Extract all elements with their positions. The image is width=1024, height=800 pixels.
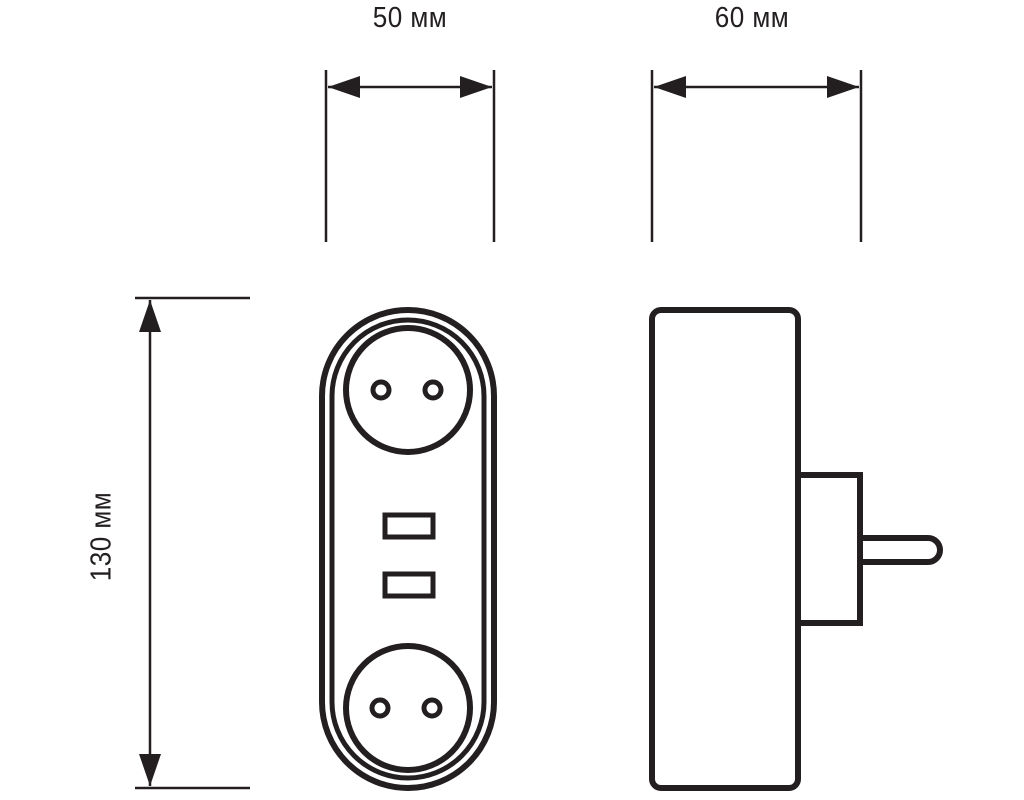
usb-port-lower bbox=[382, 571, 436, 599]
front-body-inner bbox=[329, 317, 487, 781]
socket-bottom-ring bbox=[343, 643, 473, 773]
side-body bbox=[649, 307, 801, 791]
front-body-outer bbox=[319, 307, 497, 791]
side-view bbox=[649, 307, 943, 791]
width-arrow-right bbox=[460, 76, 492, 98]
width-arrow-left bbox=[328, 76, 360, 98]
depth-arrow-right bbox=[827, 76, 859, 98]
socket-bottom-pin-hole-left bbox=[369, 697, 391, 719]
side-plug-base bbox=[795, 472, 863, 626]
height-arrow-bottom bbox=[139, 754, 161, 786]
height-arrow-top bbox=[139, 300, 161, 332]
height-label: 130 мм bbox=[85, 491, 118, 582]
socket-top-ring bbox=[343, 325, 473, 455]
width-label: 50 мм bbox=[372, 2, 448, 34]
depth-arrow-left bbox=[654, 76, 686, 98]
socket-bottom bbox=[343, 643, 473, 773]
side-plug-pin bbox=[860, 535, 943, 565]
depth-dimension bbox=[650, 70, 863, 242]
usb-ports bbox=[382, 512, 436, 599]
width-dimension bbox=[324, 70, 496, 242]
depth-label: 60 мм bbox=[714, 2, 790, 34]
height-dimension bbox=[135, 296, 250, 790]
socket-top bbox=[343, 325, 473, 455]
socket-top-pin-hole-right bbox=[422, 379, 444, 401]
socket-bottom-pin-hole-right bbox=[421, 697, 443, 719]
front-view bbox=[319, 307, 497, 791]
usb-port-upper bbox=[382, 512, 436, 540]
socket-top-pin-hole-left bbox=[370, 379, 392, 401]
